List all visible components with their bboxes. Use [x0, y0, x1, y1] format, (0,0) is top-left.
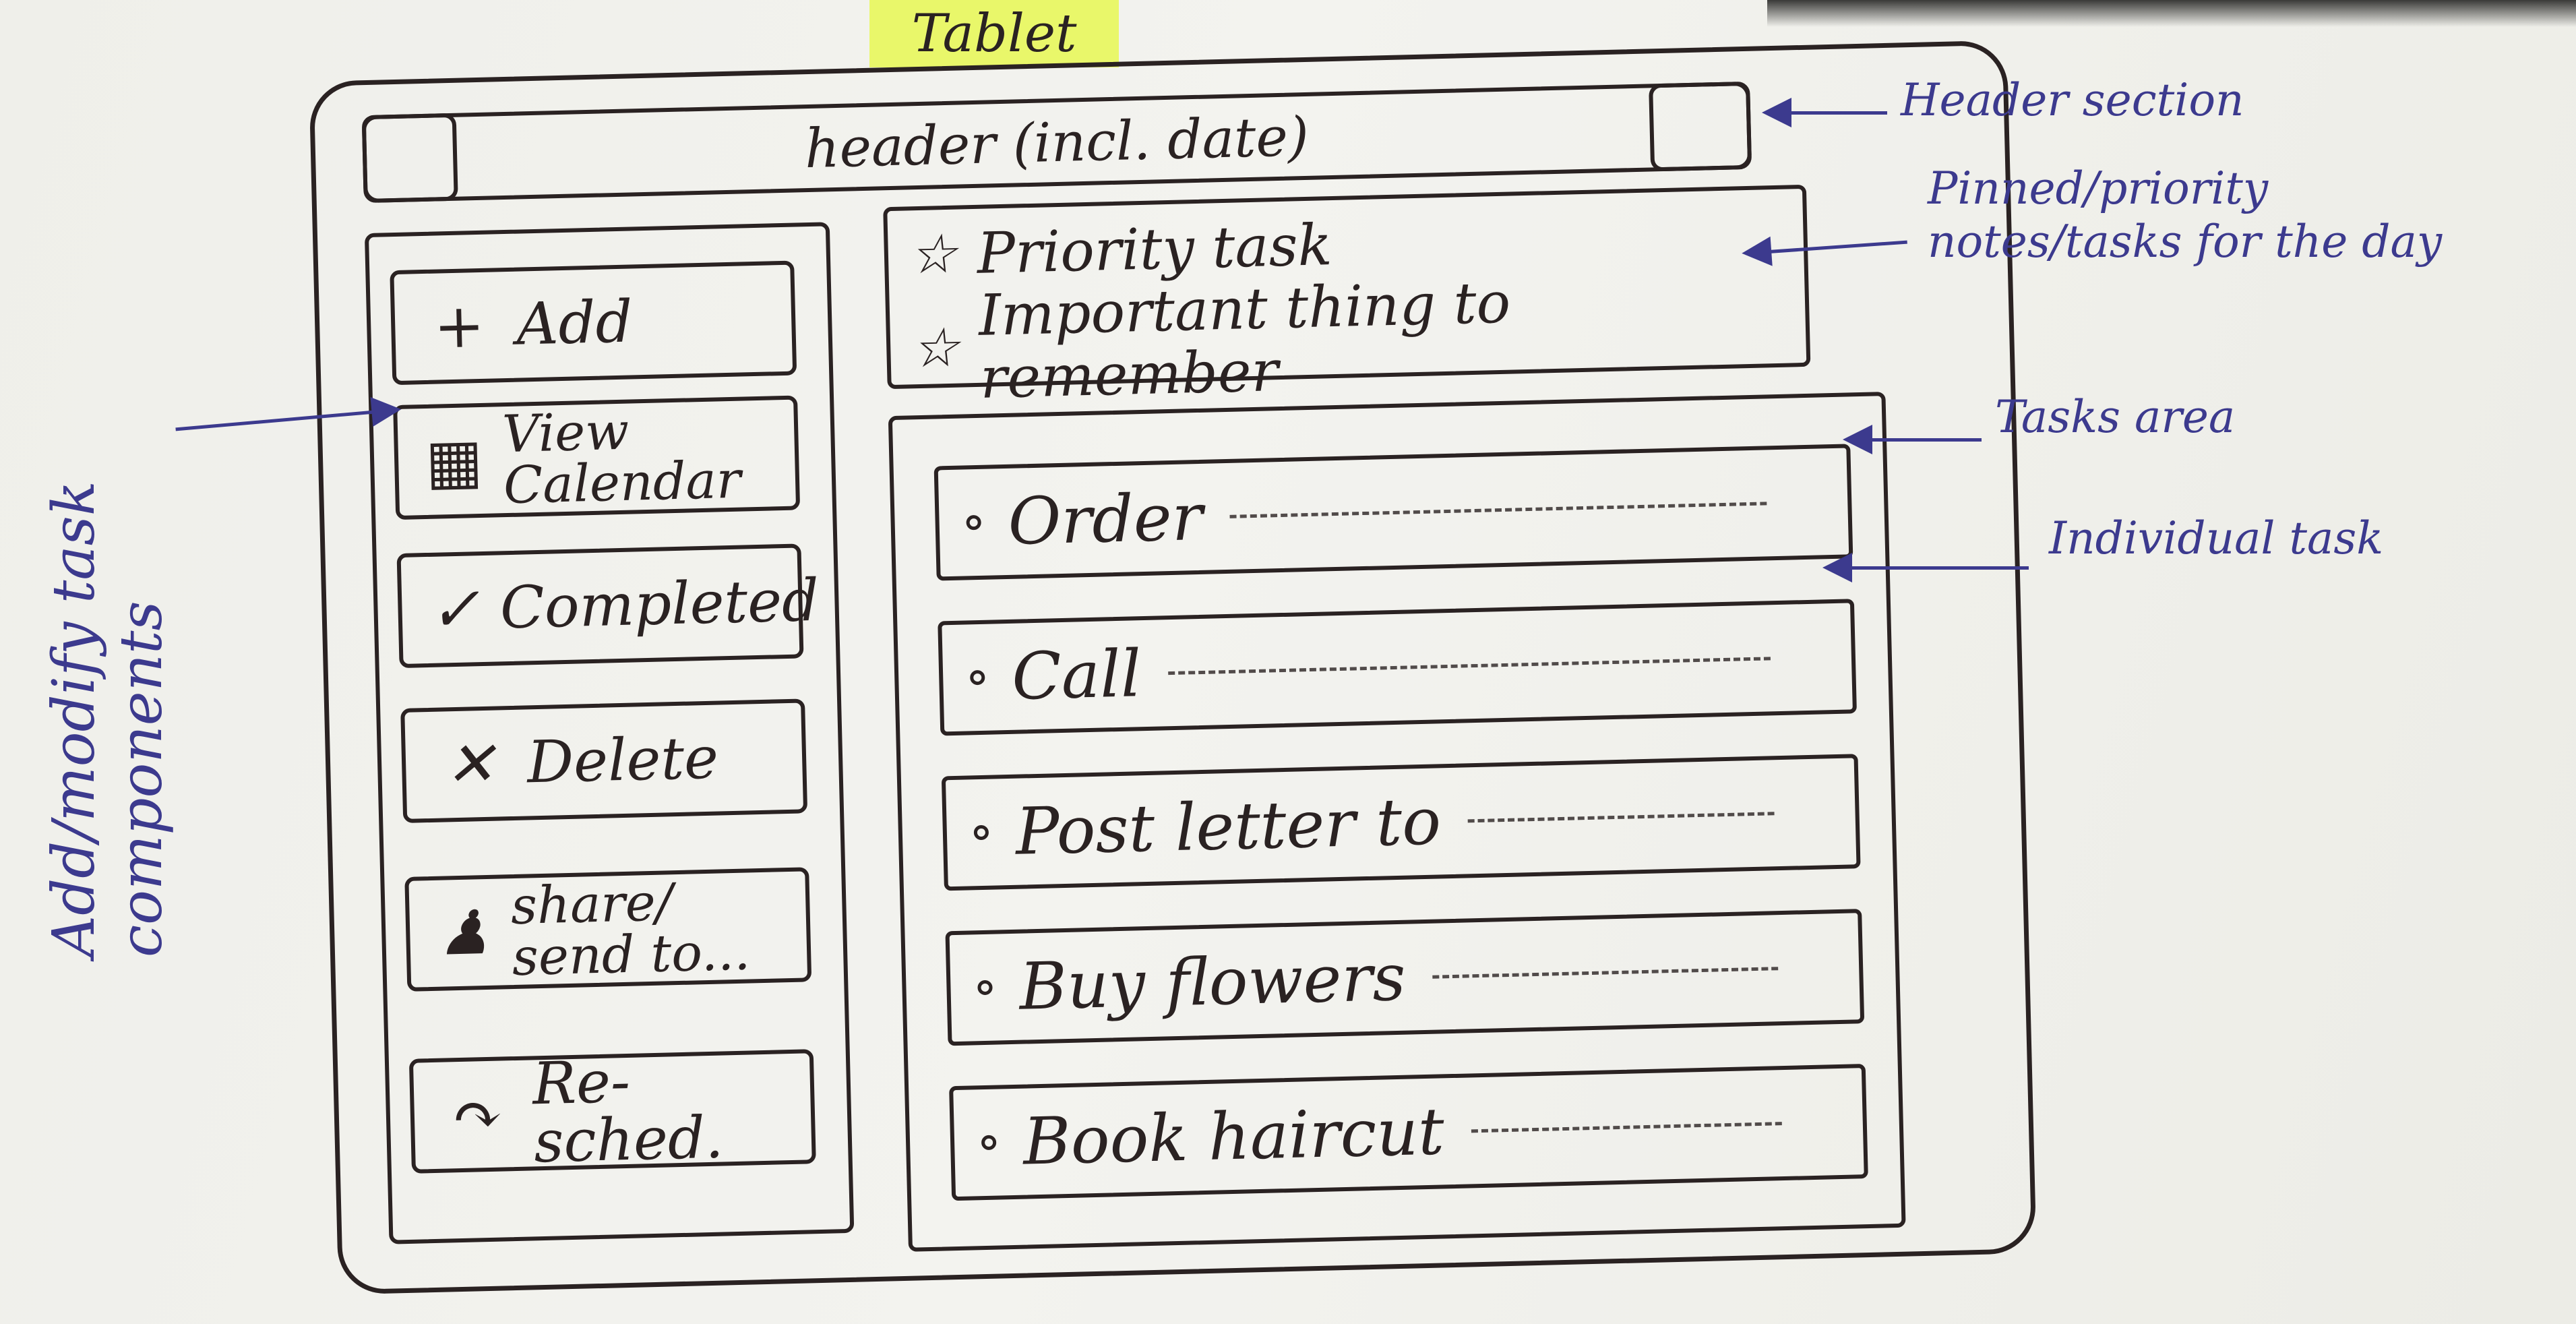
bullet-icon: [970, 669, 985, 686]
bullet-icon: [977, 980, 993, 996]
header-right-cap: [1649, 81, 1752, 172]
view-calendar-label: View Calendar: [501, 400, 742, 516]
pinned-item-label: Important thing to remember: [977, 270, 1512, 411]
task-item[interactable]: Buy flowers: [945, 909, 1865, 1046]
placeholder-line: [1229, 501, 1767, 518]
tasks-area-annotation: Tasks area: [1995, 391, 2236, 443]
x-icon: ✕: [443, 728, 497, 800]
view-calendar-button[interactable]: ▦ View Calendar: [393, 395, 801, 520]
task-item[interactable]: Post letter to: [941, 754, 1861, 891]
pinned-item[interactable]: ☆ Important thing to remember: [909, 265, 1787, 411]
check-icon: ✓: [428, 573, 481, 646]
task-label: Order: [1007, 479, 1204, 560]
pinned-item-label: Priority task: [976, 212, 1333, 287]
delete-label: Delete: [526, 724, 720, 797]
task-label: Book haircut: [1022, 1093, 1445, 1180]
task-label: Buy flowers: [1018, 939, 1407, 1025]
redo-arrow-icon: ↷: [451, 1079, 504, 1151]
bullet-icon: [973, 824, 989, 841]
plus-icon: +: [433, 290, 486, 363]
header-label: header (incl. date): [803, 104, 1310, 180]
task-item[interactable]: Call: [938, 599, 1857, 736]
task-item[interactable]: Book haircut: [949, 1064, 1868, 1201]
tasks-area-annotation-arrow: [1843, 425, 1982, 454]
sidebar: + Add ▦ View Calendar ✓ Completed ✕ Dele…: [364, 222, 855, 1244]
pinned-notes-panel: ☆ Priority task ☆ Important thing to rem…: [883, 184, 1811, 411]
sidebar-annotation: Add/modify task components: [40, 481, 175, 957]
add-button[interactable]: + Add: [390, 260, 797, 386]
reschedule-label: Re-sched.: [531, 1048, 725, 1176]
header-section-annotation: Header section: [1901, 74, 2244, 126]
placeholder-line: [1471, 1121, 1782, 1133]
bullet-icon: [966, 514, 981, 531]
individual-task-annotation-arrow: [1822, 553, 2029, 582]
share-label: share/ send to...: [510, 872, 752, 988]
share-icon: ♟: [436, 897, 493, 969]
header-left-cap: [361, 113, 458, 204]
completed-label: Completed: [499, 566, 820, 642]
table-shadow: [1767, 0, 2576, 27]
task-label: Post letter to: [1014, 783, 1442, 870]
tablet-frame: header (incl. date) + Add ▦ View Calenda…: [309, 40, 2037, 1295]
placeholder-line: [1432, 966, 1779, 979]
tasks-area: Order Call Post letter to Buy flowers Bo…: [888, 392, 1906, 1252]
header-annotation-arrow: [1762, 98, 1887, 127]
sketch-title: Tablet: [869, 0, 1119, 67]
star-icon: ☆: [907, 222, 958, 287]
task-item[interactable]: Order: [933, 444, 1853, 581]
placeholder-line: [1168, 656, 1771, 675]
task-label: Call: [1010, 636, 1142, 715]
reschedule-button[interactable]: ↷ Re-sched.: [408, 1048, 816, 1176]
share-button[interactable]: ♟ share/ send to...: [404, 867, 812, 992]
add-button-label: Add: [516, 288, 634, 359]
individual-task-annotation: Individual task: [2049, 512, 2384, 564]
calendar-icon: ▦: [424, 425, 484, 498]
placeholder-line: [1467, 811, 1775, 822]
header-bar: header (incl. date): [361, 81, 1752, 204]
completed-button[interactable]: ✓ Completed: [396, 543, 820, 669]
pinned-notes-annotation: Pinned/priority notes/tasks for the day: [1928, 162, 2443, 268]
star-icon: ☆: [910, 315, 960, 380]
delete-button[interactable]: ✕ Delete: [400, 698, 808, 823]
bullet-icon: [981, 1135, 997, 1151]
